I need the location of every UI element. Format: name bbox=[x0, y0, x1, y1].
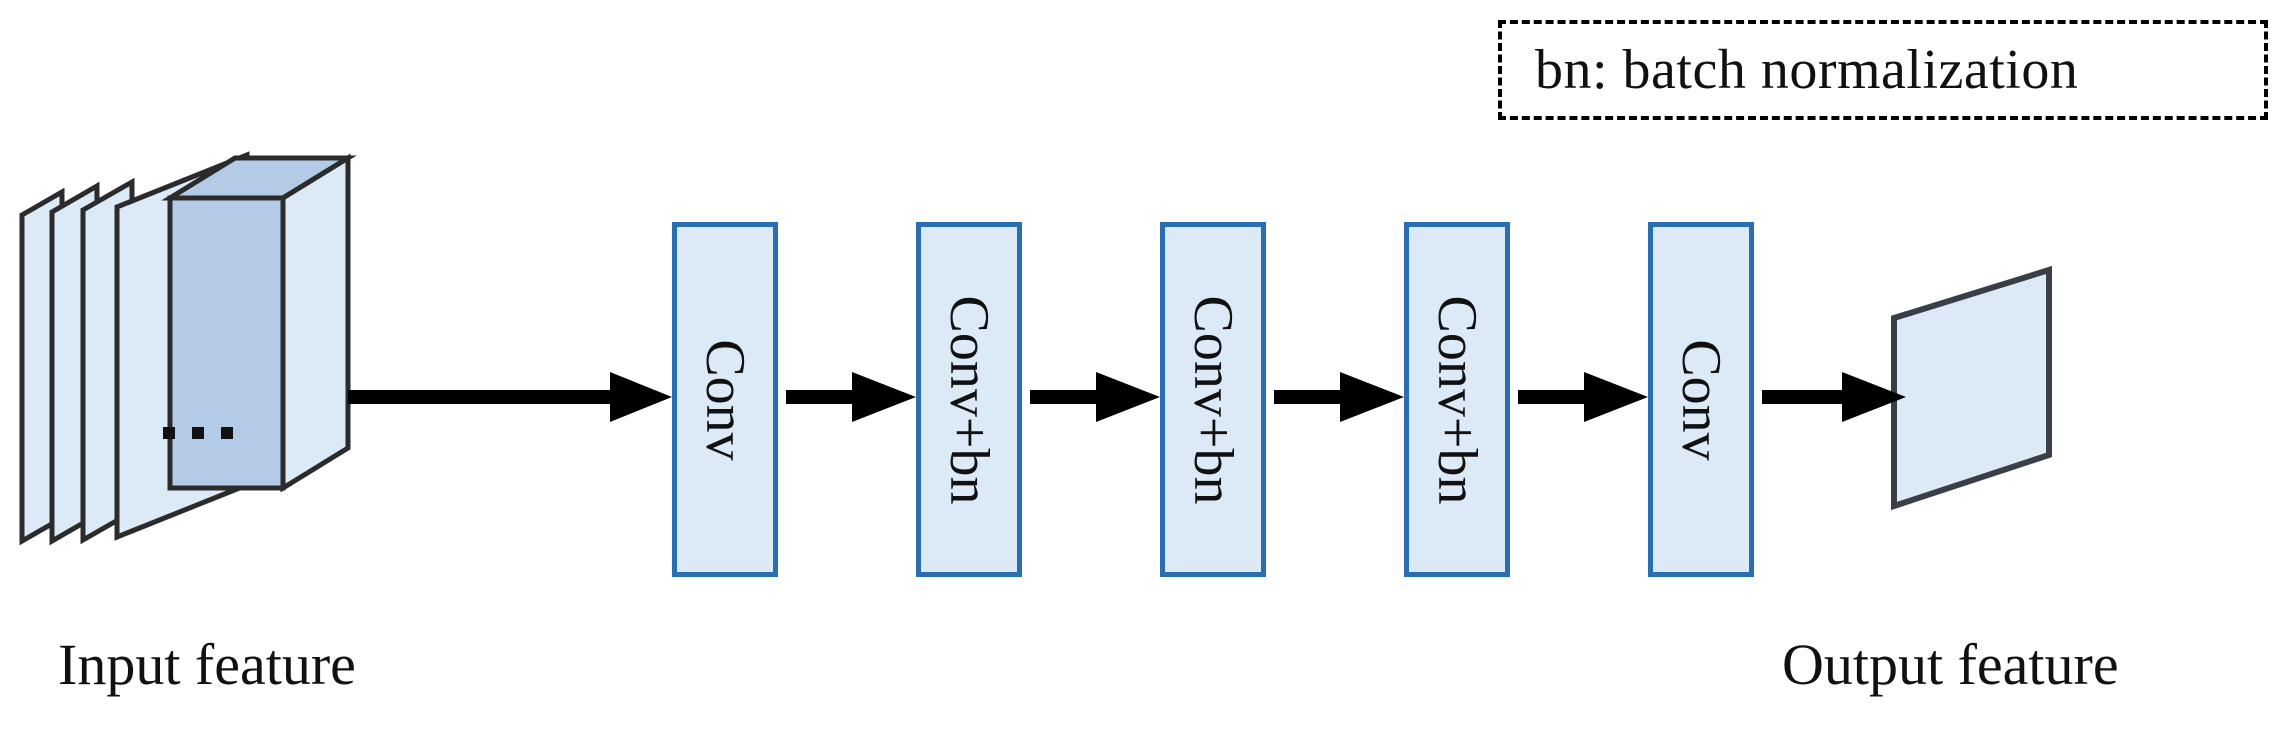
conv-block-4[interactable]: Conv+bn bbox=[1404, 222, 1510, 577]
conv-block-2[interactable]: Conv+bn bbox=[916, 222, 1022, 577]
conv-block-1-label: Conv bbox=[694, 338, 756, 461]
legend-text: bn: batch normalization bbox=[1535, 39, 2079, 101]
input-ellipsis-icon bbox=[163, 427, 233, 439]
input-slab-front-face bbox=[280, 153, 351, 493]
conv-block-1[interactable]: Conv bbox=[672, 222, 778, 577]
arrow-conv4-conv5 bbox=[1518, 372, 1648, 422]
legend-box bbox=[1498, 20, 2268, 120]
input-feature-stack bbox=[19, 151, 357, 546]
arrow-conv1-conv2 bbox=[786, 372, 916, 422]
arrow-conv2-conv3 bbox=[1030, 372, 1160, 422]
conv-block-4-label: Conv+bn bbox=[1426, 295, 1488, 504]
arrow-conv3-conv4 bbox=[1274, 372, 1404, 422]
conv-block-3[interactable]: Conv+bn bbox=[1160, 222, 1266, 577]
conv-block-2-label: Conv+bn bbox=[938, 295, 1000, 504]
input-feature-caption: Input feature bbox=[58, 632, 356, 697]
input-slab-side-face bbox=[167, 195, 286, 491]
conv-block-5-label: Conv bbox=[1670, 338, 1732, 461]
conv-block-5[interactable]: Conv bbox=[1648, 222, 1754, 577]
output-feature-caption: Output feature bbox=[1782, 632, 2119, 697]
conv-block-3-label: Conv+bn bbox=[1182, 295, 1244, 504]
arrow-in-to-conv1 bbox=[348, 372, 672, 422]
output-feature-plane bbox=[1891, 265, 2052, 511]
flow-arrows bbox=[348, 372, 1906, 422]
arrow-conv5-out bbox=[1762, 372, 1906, 422]
